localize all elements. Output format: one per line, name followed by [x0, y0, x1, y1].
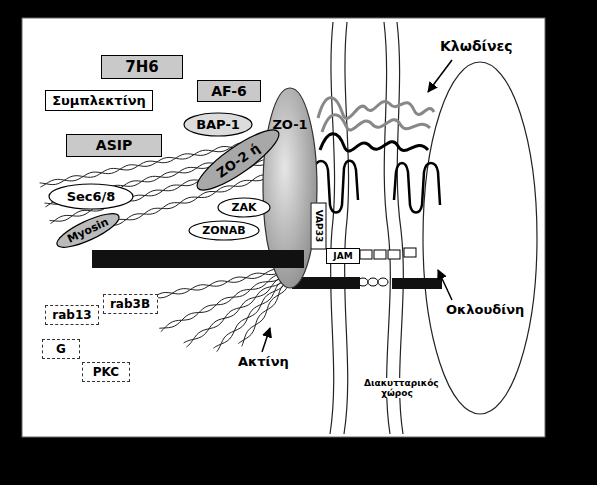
protein-name: Sec6/8 — [67, 189, 116, 204]
ellipse-shape — [184, 113, 252, 136]
dashed-box: rab13 — [45, 305, 99, 325]
protein-name: ZO-1 — [272, 117, 307, 132]
protein-name: JAM — [333, 251, 352, 261]
actin-strand — [140, 270, 283, 298]
protein-name: ZONAB — [202, 224, 245, 237]
protein-ellipse: Myosin — [52, 206, 124, 255]
protein-box: VAP33 — [310, 203, 326, 250]
protein-name: PKC — [93, 365, 119, 379]
claudin-strands — [318, 98, 434, 132]
dashed-box: G — [42, 339, 80, 359]
dashed-box: rab3B — [103, 294, 158, 314]
protein-name: VAP33 — [313, 210, 323, 242]
structure-label: Κλωδίνες — [438, 38, 515, 54]
ellipse-shape — [53, 207, 123, 253]
actin-strand — [242, 280, 290, 346]
protein-name: AF-6 — [211, 83, 247, 99]
actin-strand — [186, 276, 287, 347]
space-label: Διακυτταρικός χώρος — [362, 378, 432, 398]
protein-box: Συμπλεκτίνη — [45, 90, 153, 111]
ellipse-shape — [189, 221, 259, 240]
protein-ellipse: Sec6/8 — [48, 183, 134, 210]
cell-membranes — [330, 22, 403, 434]
structure-label: Ακτίνη — [236, 354, 291, 369]
claudin-strands-dark — [320, 134, 428, 151]
cell-outline — [423, 62, 537, 414]
ellipse-shape — [190, 121, 285, 199]
image-panel — [22, 18, 545, 437]
myosin-bar — [92, 250, 304, 268]
occludin-loops — [312, 161, 440, 213]
protein-ellipse: BAP-1 — [183, 112, 253, 137]
actin-strand — [140, 269, 283, 301]
protein-box: JAM — [326, 248, 360, 264]
protein-name: rab3B — [110, 297, 150, 311]
protein-name: ASIP — [96, 137, 132, 153]
protein-ellipse: ZONAB — [188, 220, 260, 241]
actin-strand — [159, 274, 285, 328]
protein-box: ASIP — [66, 134, 162, 157]
dashed-box: PKC — [82, 362, 130, 382]
lower-bar — [292, 277, 360, 289]
leader-arrows — [262, 60, 452, 352]
protein-box: 7H6 — [101, 55, 183, 79]
protein-box: AF-6 — [197, 80, 261, 102]
protein-name: ZAK — [231, 201, 256, 214]
protein-name: BAP-1 — [196, 117, 240, 132]
actin-filaments — [40, 139, 290, 352]
ellipse-shape — [218, 198, 270, 217]
protein-name: Συμπλεκτίνη — [52, 93, 146, 108]
protein-ellipse: ZAK — [217, 197, 271, 218]
protein-name: rab13 — [52, 308, 91, 322]
lower-bar-right — [392, 278, 442, 289]
actin-strand — [213, 278, 288, 348]
protein-name: 7H6 — [125, 58, 158, 76]
protein-name: G — [56, 342, 66, 356]
ellipse-shape — [49, 184, 133, 209]
structure-label: Οκλουδίνη — [444, 302, 526, 317]
